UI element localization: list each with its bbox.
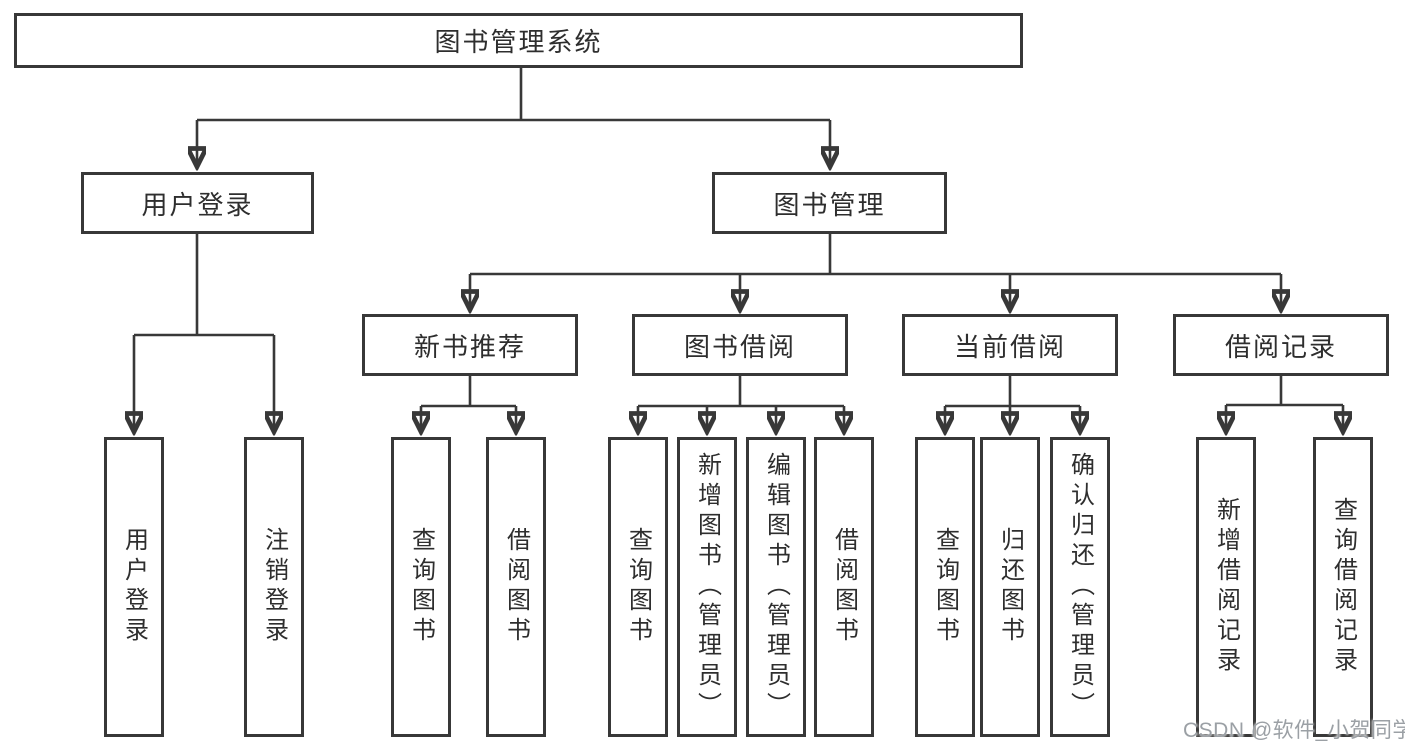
node-leaf-bb-borrow-books: 借阅图书 (814, 437, 874, 737)
node-leaf-cb-return-books: 归还图书 (980, 437, 1040, 737)
node-leaf-cb-query-books: 查询图书 (915, 437, 975, 737)
node-leaf-br-query-record: 查询借阅记录 (1313, 437, 1373, 737)
tree-branch-lines (134, 68, 1343, 408)
node-leaf-logout: 注销登录 (244, 437, 304, 737)
node-leaf-user-login: 用户登录 (104, 437, 164, 737)
node-book-borrowing: 图书借阅 (632, 314, 848, 376)
node-current-borrowing: 当前借阅 (902, 314, 1118, 376)
node-library-system: 图书管理系统 (14, 13, 1023, 68)
node-leaf-bb-add-books-admin: 新增图书（管理员） (677, 437, 737, 737)
node-leaf-bb-query-books: 查询图书 (608, 437, 668, 737)
node-leaf-br-add-record: 新增借阅记录 (1196, 437, 1256, 737)
node-leaf-rec-borrow-books: 借阅图书 (486, 437, 546, 737)
node-user-login: 用户登录 (81, 172, 314, 234)
csdn-watermark: CSDN @软件_小贺同学 (1183, 719, 1405, 742)
node-leaf-cb-confirm-return-admin: 确认归还（管理员） (1050, 437, 1110, 737)
node-new-book-recommend: 新书推荐 (362, 314, 578, 376)
node-book-management: 图书管理 (712, 172, 947, 234)
node-leaf-bb-edit-books-admin: 编辑图书（管理员） (746, 437, 806, 737)
node-borrowing-records: 借阅记录 (1173, 314, 1389, 376)
node-leaf-rec-query-books: 查询图书 (391, 437, 451, 737)
